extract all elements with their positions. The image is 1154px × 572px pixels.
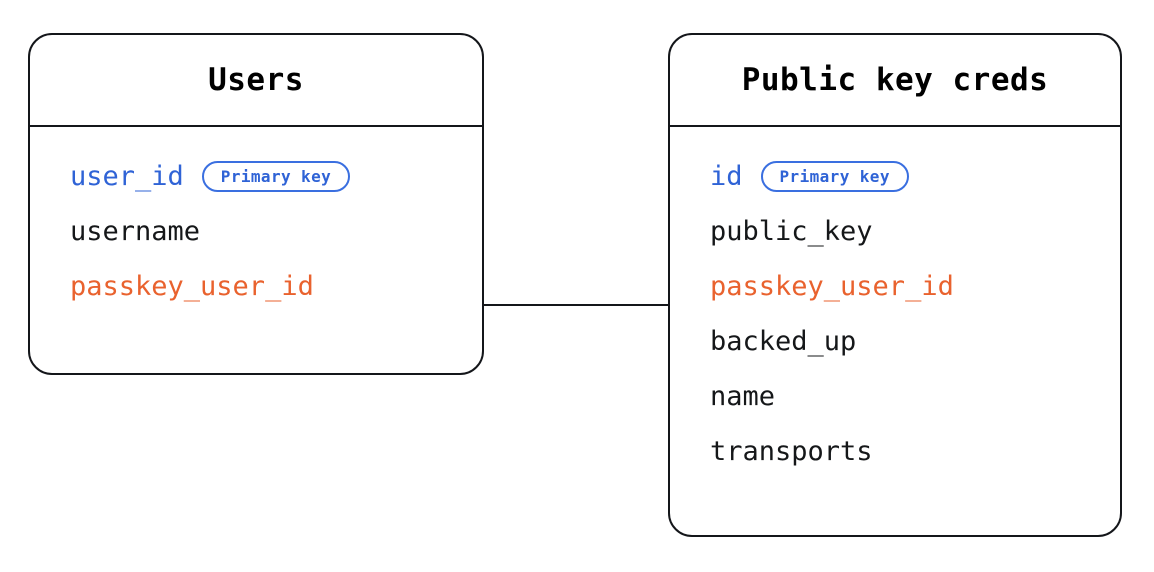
entity-title-users: Users	[208, 62, 304, 98]
field-row-backed-up[interactable]: backed_up	[670, 314, 1120, 369]
field-row-transports[interactable]: transports	[670, 424, 1120, 479]
field-name-id: id	[710, 161, 743, 192]
field-name-public-key: public_key	[710, 216, 873, 247]
entity-header-public-key-creds: Public key creds	[670, 35, 1120, 127]
entity-title-public-key-creds: Public key creds	[741, 62, 1049, 98]
field-row-public-key[interactable]: public_key	[670, 204, 1120, 259]
primary-key-badge-label: Primary key	[779, 166, 890, 186]
field-row-user-id[interactable]: user_id Primary key	[30, 149, 482, 204]
entity-header-users: Users	[30, 35, 482, 127]
primary-key-badge: Primary key	[760, 161, 909, 192]
field-name-passkey-user-id: passkey_user_id	[70, 271, 314, 302]
field-name-name: name	[710, 381, 776, 412]
primary-key-badge-label: Primary key	[220, 166, 332, 186]
field-name-username: username	[70, 216, 201, 247]
entity-card-users[interactable]: Users user_id Primary key username passk…	[28, 33, 484, 375]
field-name-transports: transports	[710, 436, 873, 467]
field-row-id[interactable]: id Primary key	[670, 149, 1120, 204]
entity-card-public-key-creds[interactable]: Public key creds id Primary key public_k…	[668, 33, 1122, 537]
field-name-user-id: user_id	[70, 161, 184, 192]
relationship-connector-users-public-key-creds[interactable]	[482, 304, 670, 306]
field-row-name[interactable]: name	[670, 369, 1120, 424]
field-name-passkey-user-id: passkey_user_id	[710, 271, 954, 302]
primary-key-badge: Primary key	[201, 161, 351, 192]
field-row-passkey-user-id[interactable]: passkey_user_id	[670, 259, 1120, 314]
field-row-passkey-user-id[interactable]: passkey_user_id	[30, 259, 482, 314]
field-name-backed-up: backed_up	[710, 326, 857, 357]
field-row-username[interactable]: username	[30, 204, 482, 259]
entity-fields-users: user_id Primary key username passkey_use…	[30, 127, 482, 314]
entity-fields-public-key-creds: id Primary key public_key passkey_user_i…	[670, 127, 1120, 479]
